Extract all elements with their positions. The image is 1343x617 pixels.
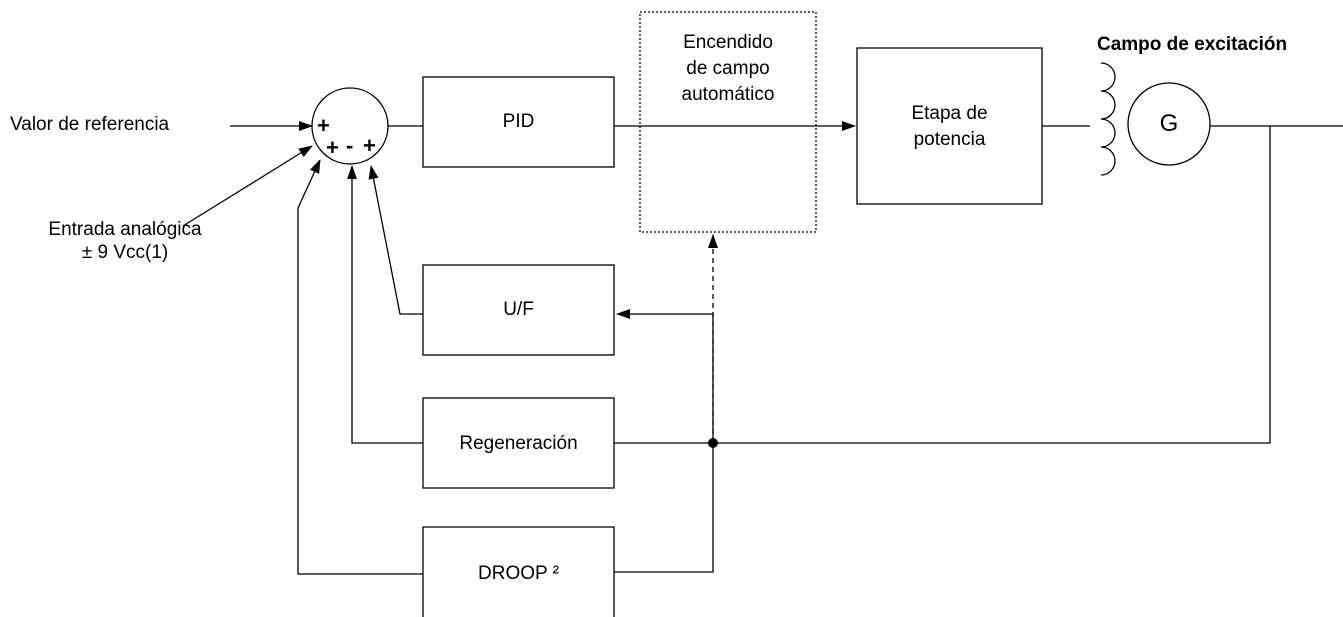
- auto-field-block: [639, 11, 817, 233]
- sign-analog: +: [326, 135, 339, 160]
- droop-label: DROOP ²: [478, 563, 559, 584]
- excitation-coil-icon: [1100, 62, 1116, 176]
- excitation-field-label: Campo de excitación: [1097, 34, 1288, 55]
- pid-block: [422, 76, 615, 168]
- regeneration-label: Regeneración: [459, 433, 578, 454]
- uf-feedback-arrow: [368, 165, 423, 315]
- generator-label: G: [1159, 110, 1179, 137]
- junction-dot: [708, 438, 718, 448]
- power-stage-line1: Etapa de: [911, 103, 988, 124]
- uf-block: [422, 264, 615, 356]
- pid-label: PID: [502, 111, 535, 132]
- auto-field-line1: Encendido: [683, 32, 773, 53]
- droop-feedback-arrow: [297, 159, 423, 575]
- regeneration-feedback-arrow: [347, 165, 423, 444]
- sign-uf: +: [363, 133, 376, 158]
- reference-label: Valor de referencia: [10, 114, 170, 135]
- sign-regeneration: -: [346, 133, 354, 158]
- power-stage-label: Etapa de potencia: [857, 101, 1042, 153]
- power-stage-line2: potencia: [913, 129, 986, 150]
- uf-input-arrow: [616, 309, 714, 443]
- sign-reference: +: [317, 113, 330, 138]
- generator-symbol: [1127, 82, 1211, 166]
- feedback-bus: [614, 126, 1271, 444]
- analog-input-line1: Entrada analógica: [48, 219, 202, 240]
- analog-input-arrow: [182, 145, 313, 227]
- droop-input-line: [614, 443, 714, 573]
- auto-field-label: Encendido de campo automático: [640, 30, 816, 108]
- auto-field-line2: de campo: [686, 58, 770, 79]
- analog-input-line2: ± 9 Vcc(1): [81, 242, 169, 263]
- analog-input-label: Entrada analógica ± 9 Vcc(1): [10, 218, 240, 264]
- auto-field-line3: automático: [681, 84, 775, 105]
- uf-label: U/F: [503, 299, 534, 320]
